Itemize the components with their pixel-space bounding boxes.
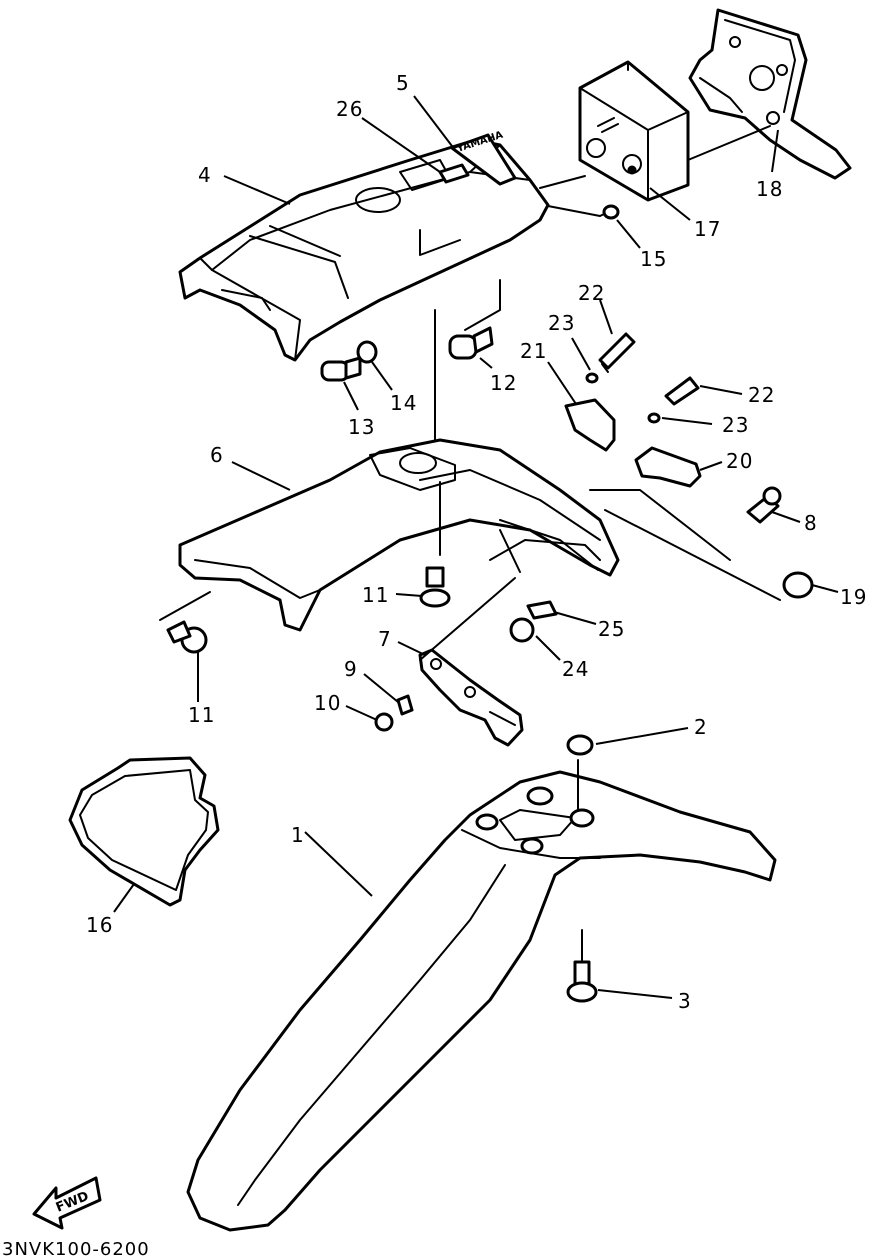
bolt-3: [566, 960, 598, 1003]
plug-19: [782, 571, 814, 599]
tail-light-bracket: [688, 8, 852, 180]
wire-guide: [539, 175, 613, 217]
callout-11-center: 11: [362, 583, 389, 607]
callout-12: 12: [490, 371, 517, 395]
callout-2: 2: [694, 715, 708, 739]
callout-20: 20: [726, 449, 753, 473]
forward-arrow-icon: FWD: [32, 1176, 102, 1230]
bolt-12: [448, 326, 494, 360]
label-plate: [438, 163, 470, 184]
pad-16: [68, 756, 220, 907]
bracket-20: [634, 446, 702, 488]
callout-24: 24: [562, 657, 589, 681]
diagram-code: 3NVK100-6200: [2, 1239, 150, 1259]
callout-14: 14: [390, 391, 417, 415]
bolt-22-right: [664, 376, 700, 406]
callout-25: 25: [598, 617, 625, 641]
connector-wire: [687, 125, 771, 161]
callout-5: 5: [396, 71, 410, 95]
callout-17: 17: [694, 217, 721, 241]
callout-23-right: 23: [722, 413, 749, 437]
callout-labels: 1 2 3 4 5 6 7 8 9 10 11 11 12 13 14 15 1…: [86, 71, 867, 1013]
bolt-22-upper: [598, 332, 636, 373]
leader-lines: [113, 95, 839, 999]
callout-8: 8: [804, 511, 818, 535]
tail-light-unit: [578, 60, 690, 202]
bracket-21: [564, 398, 616, 452]
callout-23-upper: 23: [548, 311, 575, 335]
guide-line: [589, 489, 781, 601]
washer-15: [602, 204, 620, 220]
callout-18: 18: [756, 177, 783, 201]
callout-26: 26: [336, 97, 363, 121]
washer-23-upper: [585, 372, 599, 384]
callout-19: 19: [840, 585, 867, 609]
callout-7: 7: [378, 627, 392, 651]
callout-22-upper: 22: [578, 281, 605, 305]
bolt-11-center: [419, 566, 451, 608]
callout-4: 4: [198, 163, 212, 187]
bracket-7: [418, 648, 524, 747]
guide-line: [464, 279, 501, 331]
callout-9: 9: [344, 657, 358, 681]
washer-25: [526, 600, 558, 620]
callout-21: 21: [520, 339, 547, 363]
callout-1: 1: [291, 823, 305, 847]
callout-13: 13: [348, 415, 375, 439]
guide-line: [499, 529, 521, 573]
guide-line: [419, 577, 516, 661]
nut-10: [374, 712, 394, 732]
callout-15: 15: [640, 247, 667, 271]
callout-3: 3: [678, 989, 692, 1013]
nut-24: [509, 617, 535, 643]
bolt-11-left: [159, 591, 211, 654]
bolt-13: [320, 356, 362, 382]
washer-2: [566, 734, 594, 756]
inner-fender: [178, 438, 620, 632]
callout-11-left: 11: [188, 703, 215, 727]
callout-22-right: 22: [748, 383, 775, 407]
rear-fender: [186, 770, 777, 1232]
callout-16: 16: [86, 913, 113, 937]
bolt-8: [746, 486, 782, 524]
callout-6: 6: [210, 443, 224, 467]
callout-10: 10: [314, 691, 341, 715]
washer-9: [396, 694, 414, 716]
washer-23-right: [647, 412, 661, 424]
washer-14: [356, 340, 378, 364]
